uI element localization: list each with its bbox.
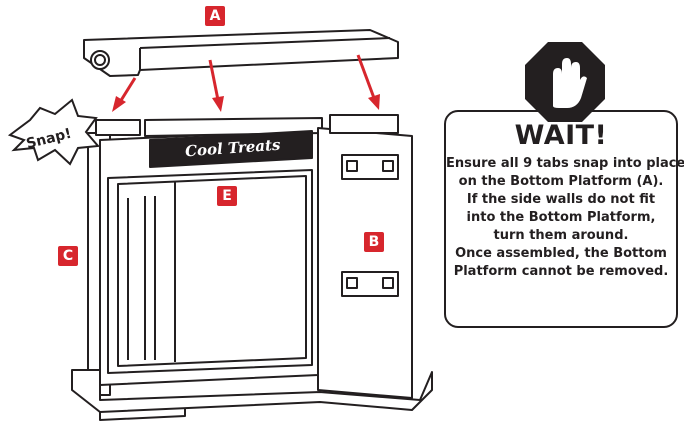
label-a: A [205, 6, 225, 26]
bottom-platform [71, 369, 433, 413]
warning-line: on the Bottom Platform (A). [458, 174, 664, 189]
warning-line: turn them around. [493, 228, 629, 243]
warning-line: into the Bottom Platform, [466, 210, 656, 225]
cool-treats-sign [149, 130, 313, 168]
warning-line: Once assembled, the Bottom [455, 246, 667, 261]
warning-box: WAIT! Ensure all 9 tabs snap into place … [444, 110, 684, 328]
warning-title: WAIT! [514, 120, 608, 151]
top-platform-a [83, 29, 399, 77]
stop-hand-icon [525, 42, 605, 122]
label-b: B [364, 232, 384, 252]
warning-line: If the side walls do not fit [466, 192, 656, 207]
warning-line: Ensure all 9 tabs snap into place [446, 156, 684, 171]
label-c: C [58, 246, 78, 266]
label-e: E [217, 186, 237, 206]
snap-burst [7, 98, 101, 166]
warning-line: Platform cannot be removed. [453, 264, 669, 279]
